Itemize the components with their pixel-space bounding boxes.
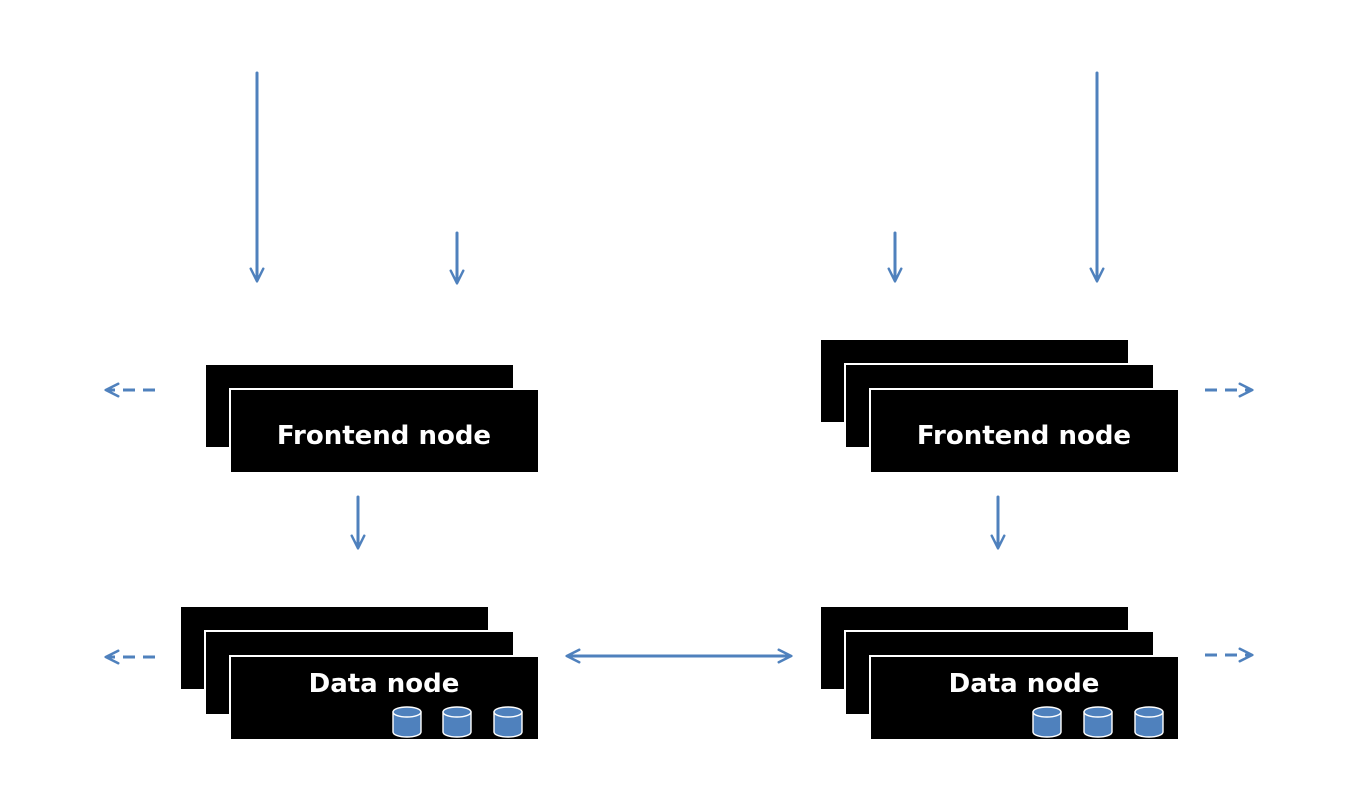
right-frontend-node-label: Frontend node (917, 421, 1131, 451)
right-frontend-node-stack: Frontend node (819, 338, 1180, 474)
database-icon (493, 706, 523, 738)
right-data-node (869, 655, 1180, 741)
left-frontend-node-label: Frontend node (277, 421, 491, 451)
right-data-node-stack: Data node (819, 605, 1180, 741)
left-frontend-node-stack: Frontend node (204, 363, 540, 474)
database-icon (442, 706, 472, 738)
database-icon (1134, 706, 1164, 738)
database-icon (1032, 706, 1062, 738)
right-data-node-databases (1032, 706, 1164, 738)
left-frontend-node (229, 388, 540, 474)
left-data-node-databases (392, 706, 523, 738)
left-data-node-stack: Data node (179, 605, 540, 741)
database-icon (1083, 706, 1113, 738)
right-frontend-node (869, 388, 1180, 474)
database-icon (392, 706, 422, 738)
left-data-node-label: Data node (309, 669, 460, 699)
right-data-node-label: Data node (949, 669, 1100, 699)
left-data-node (229, 655, 540, 741)
